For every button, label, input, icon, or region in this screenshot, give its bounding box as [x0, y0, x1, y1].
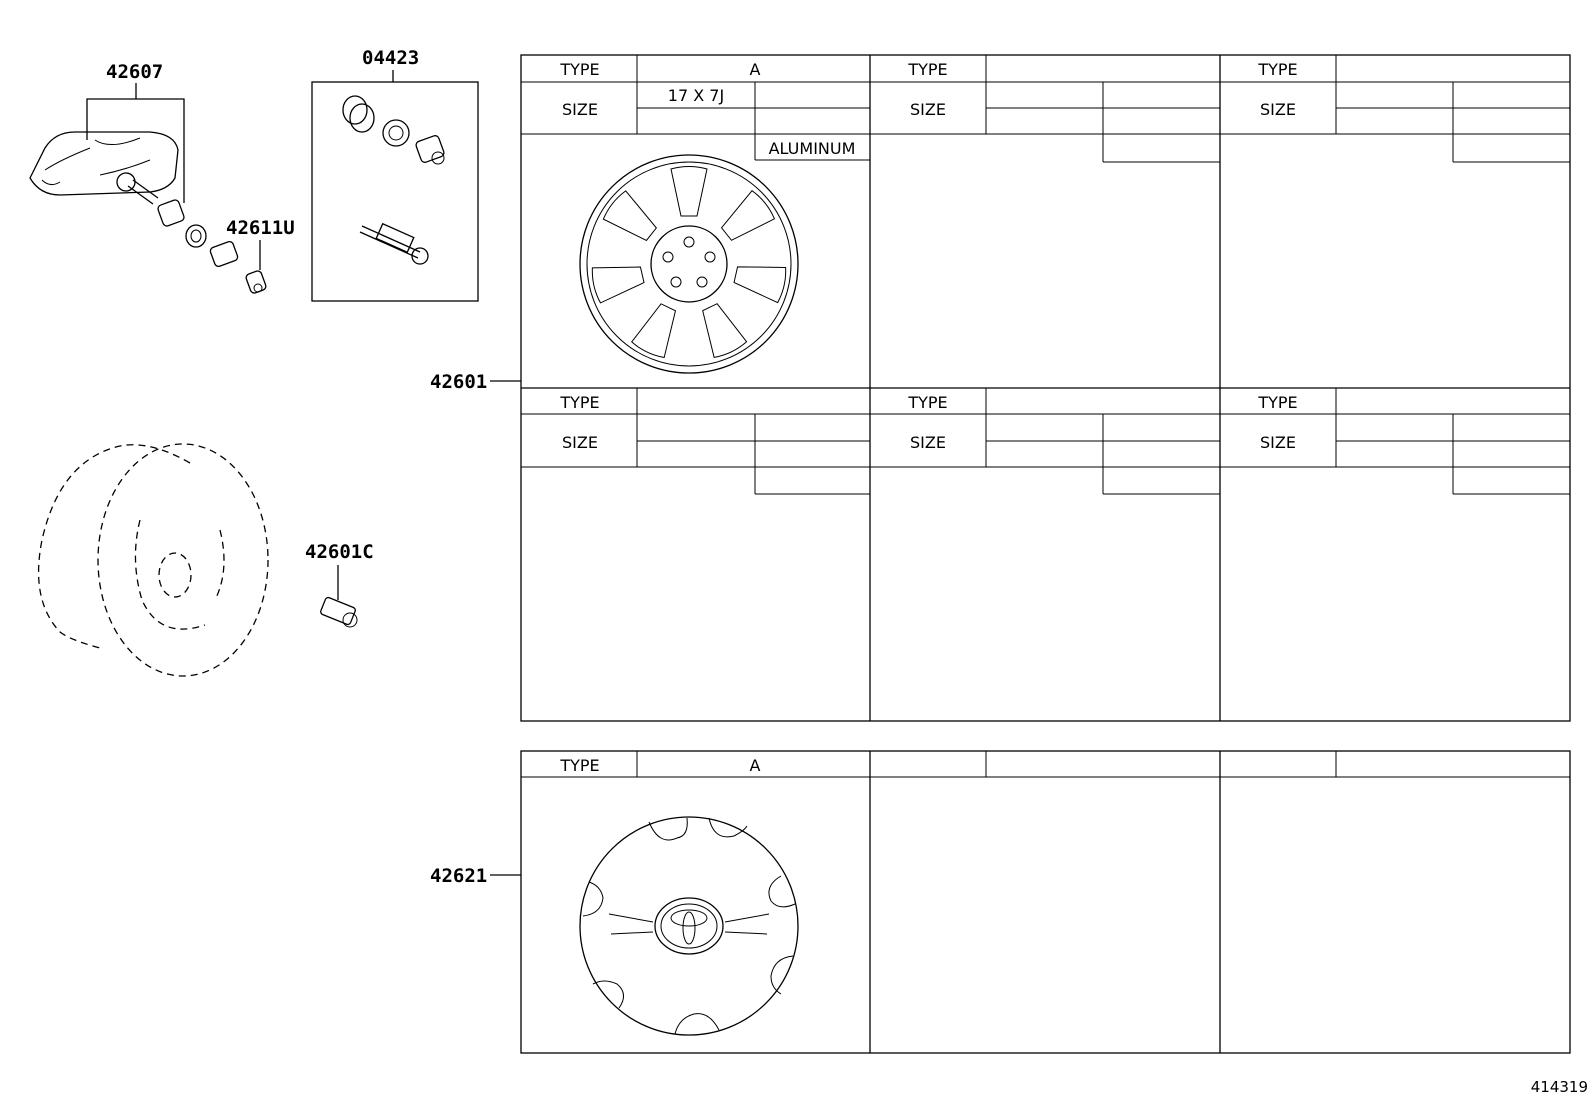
wheel-panel-4: TYPE SIZE	[521, 388, 1570, 495]
wheel-panel-1: TYPE A SIZE 17 X 7J ALUMINUM	[521, 55, 1570, 161]
svg-text:SIZE: SIZE	[910, 433, 946, 452]
svg-text:17 X 7J: 17 X 7J	[668, 86, 724, 105]
cap-table: TYPE A	[520, 750, 1571, 1054]
svg-text:04423: 04423	[362, 47, 419, 69]
wheel-panel-6: TYPE SIZE	[1257, 388, 1570, 495]
callout-04423[interactable]: 04423	[311, 47, 479, 302]
alloy-wheel-icon	[579, 154, 799, 374]
valve-core-icon	[359, 222, 429, 265]
wheel-panel-2: TYPE SIZE	[870, 55, 1220, 163]
valve-kit-icon	[342, 95, 445, 165]
svg-text:SIZE: SIZE	[910, 100, 946, 119]
svg-text:TYPE: TYPE	[1257, 393, 1297, 412]
callout-42621[interactable]: 42621	[430, 865, 521, 887]
svg-text:TYPE: TYPE	[1257, 60, 1297, 79]
wheel-table: TYPE A SIZE 17 X 7J ALUMINUM TYPE SIZE T…	[520, 54, 1571, 722]
svg-text:42601C: 42601C	[305, 541, 374, 563]
diagram-id: 414319	[1531, 1078, 1588, 1096]
svg-text:ALUMINUM: ALUMINUM	[769, 139, 856, 158]
svg-text:TYPE: TYPE	[907, 60, 947, 79]
wheel-panel-5: TYPE SIZE	[907, 388, 1220, 495]
svg-text:SIZE: SIZE	[562, 100, 598, 119]
svg-text:TYPE: TYPE	[559, 60, 599, 79]
svg-text:SIZE: SIZE	[1260, 100, 1296, 119]
svg-text:42607: 42607	[106, 61, 163, 83]
svg-text:42601: 42601	[430, 371, 487, 393]
valve-cap-icon	[245, 270, 267, 294]
tire-outline-icon	[37, 443, 269, 677]
svg-text:SIZE: SIZE	[562, 433, 598, 452]
svg-text:SIZE: SIZE	[1260, 433, 1296, 452]
svg-text:A: A	[750, 60, 761, 79]
lug-nut-icon	[320, 596, 358, 628]
svg-text:42621: 42621	[430, 865, 487, 887]
wheel-panel-3: TYPE SIZE	[1220, 55, 1570, 163]
svg-text:TYPE: TYPE	[907, 393, 947, 412]
svg-text:42611U: 42611U	[226, 217, 295, 239]
valve-grommet-icon	[157, 199, 239, 268]
callout-42601C[interactable]: 42601C	[305, 541, 374, 600]
wheel-cap-icon	[579, 816, 799, 1036]
cap-panel-1-type-value: A	[750, 756, 761, 775]
callout-42611U[interactable]: 42611U	[226, 217, 295, 270]
svg-text:TYPE: TYPE	[559, 393, 599, 412]
tpms-sensor-icon	[29, 131, 179, 205]
cap-panel-1-type-label: TYPE	[559, 756, 599, 775]
callout-42601[interactable]: 42601	[430, 371, 521, 393]
callout-42607[interactable]: 42607	[86, 61, 185, 203]
